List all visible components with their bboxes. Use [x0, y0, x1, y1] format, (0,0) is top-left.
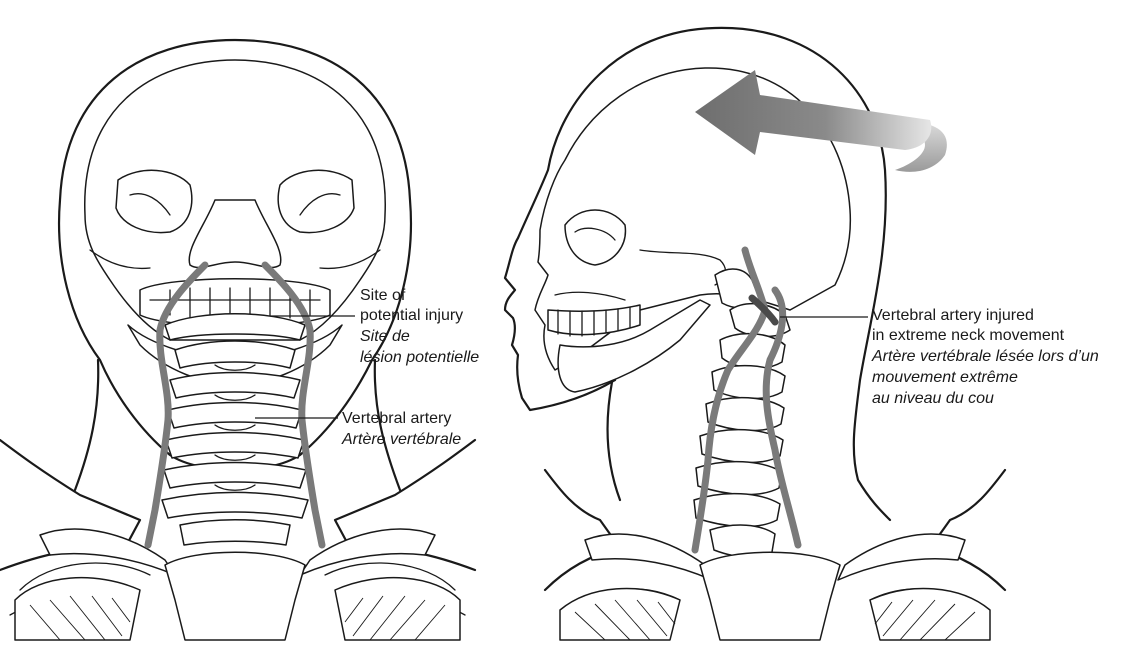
- side-neck-front: [607, 382, 620, 500]
- site-injury-fr-line-1: Site de: [360, 328, 410, 345]
- injured-artery-en-line-1: Vertebral artery injured: [872, 307, 1034, 324]
- vertebral-artery-en-line-1: Vertebral artery: [342, 410, 451, 427]
- side-sternum: [700, 552, 840, 640]
- injured-artery-fr-line-1: Artère vertébrale lésée lors d’un: [871, 348, 1099, 365]
- injured-artery-fr-line-2: mouvement extrême: [872, 369, 1018, 386]
- side-view: Vertebral artery injured in extreme neck…: [505, 28, 1099, 640]
- site-injury-en-line-2: potential injury: [360, 307, 463, 324]
- injured-artery-en-line-2: in extreme neck movement: [872, 327, 1065, 344]
- front-sternum: [165, 552, 305, 640]
- vertebral-artery-fr-line-1: Artère vertébrale: [341, 431, 461, 448]
- injured-artery-fr-line-3: au niveau du cou: [872, 390, 994, 407]
- site-injury-fr-line-2: lésion potentielle: [360, 349, 479, 366]
- site-injury-en-line-1: Site of: [360, 287, 406, 304]
- front-view: Site of potential injury Site de lésion …: [0, 40, 479, 640]
